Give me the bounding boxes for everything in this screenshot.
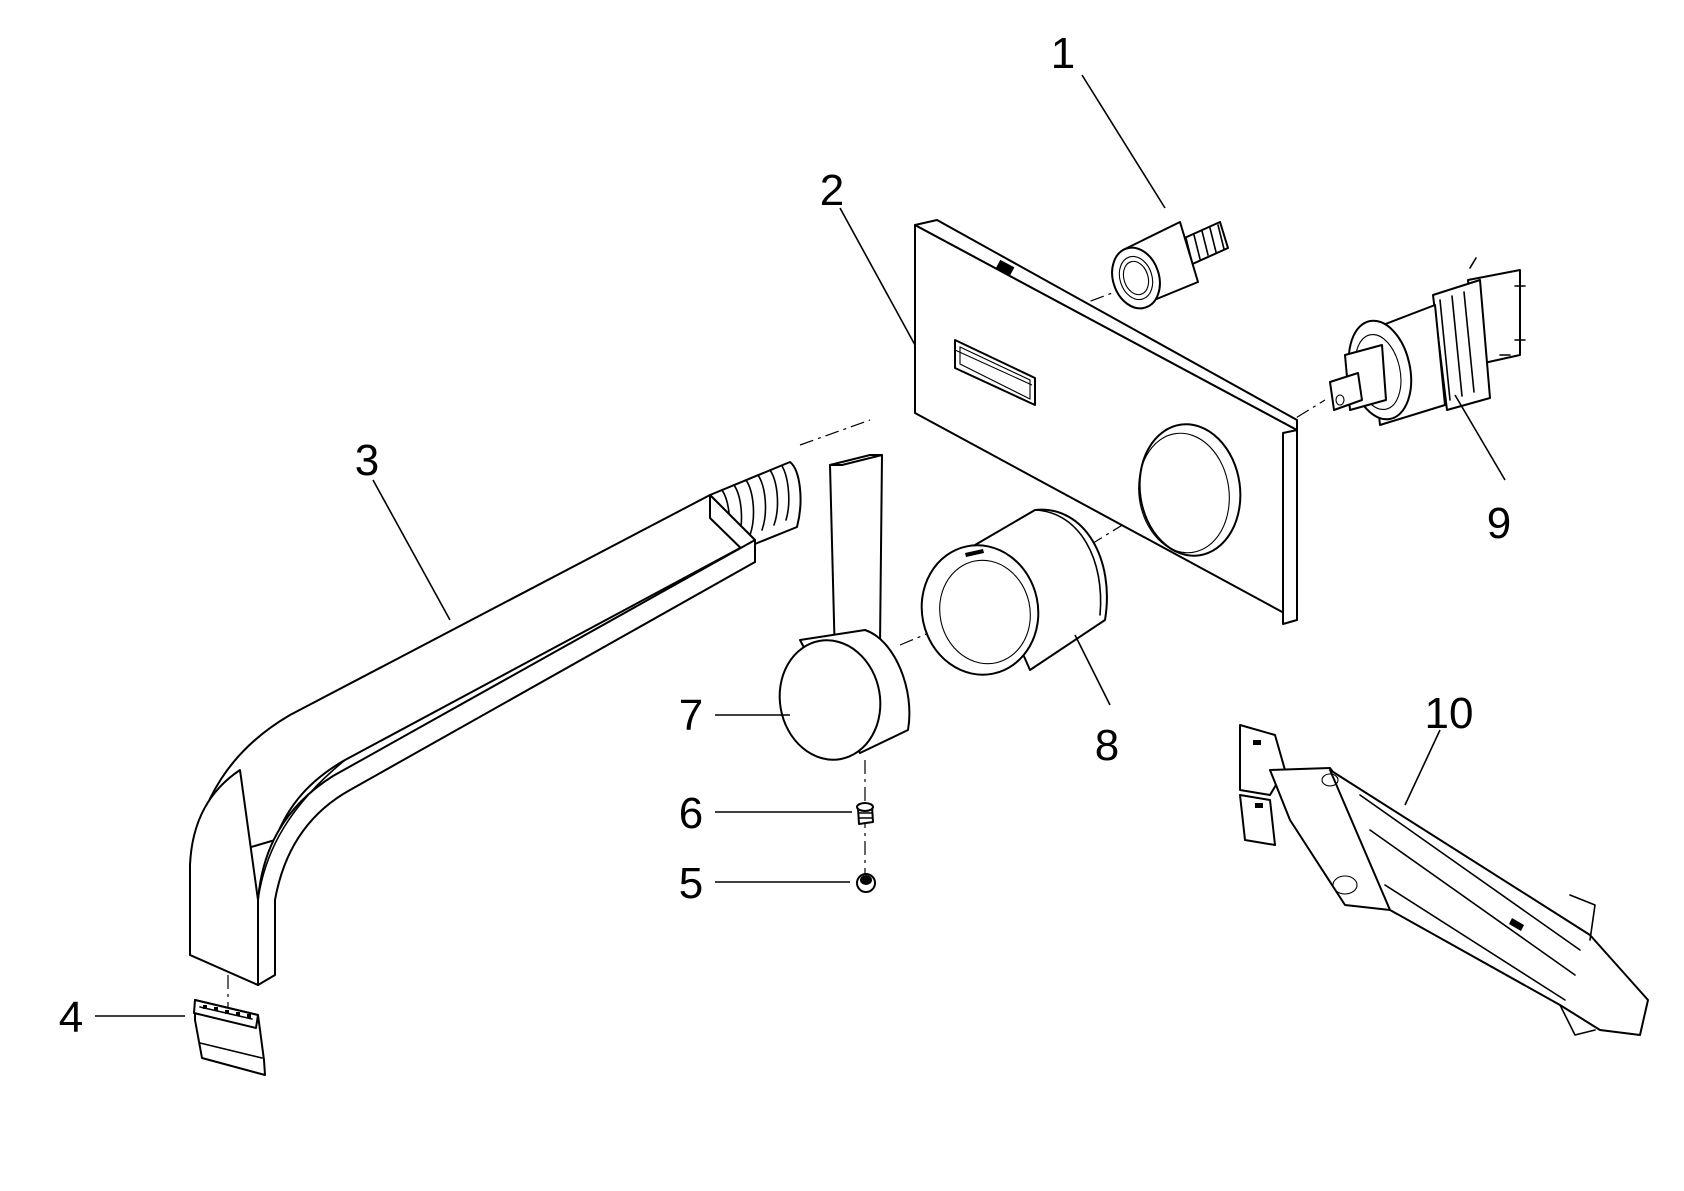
part-label-5: 5 (679, 859, 703, 908)
part-label-2: 2 (820, 166, 844, 215)
plug (856, 873, 876, 893)
leader-8 (1074, 634, 1111, 706)
adapter-fitting (1111, 221, 1229, 310)
leader-9 (1454, 394, 1506, 481)
leader-1 (1081, 74, 1166, 209)
leader-lines (95, 74, 1506, 1017)
aerator (193, 999, 266, 1076)
part-label-6: 6 (679, 789, 703, 838)
part-label-3: 3 (355, 436, 379, 485)
cover-plate (914, 219, 1298, 625)
part-label-7: 7 (679, 691, 703, 740)
cartridge (1329, 257, 1526, 426)
part-labels: 1 2 3 4 5 6 7 8 9 10 (59, 29, 1511, 1042)
part-label-9: 9 (1487, 499, 1511, 548)
leader-10 (1404, 729, 1441, 806)
leader-2 (839, 207, 916, 346)
spout (189, 461, 802, 986)
part-label-1: 1 (1051, 29, 1075, 78)
rosette-sleeve (920, 508, 1108, 676)
grub-screw (856, 802, 874, 825)
part-label-10: 10 (1425, 689, 1474, 738)
mounting-tool (1239, 724, 1649, 1036)
part-label-8: 8 (1095, 721, 1119, 770)
lever-handle (778, 454, 911, 761)
part-label-4: 4 (59, 993, 83, 1042)
leader-3 (372, 479, 451, 621)
